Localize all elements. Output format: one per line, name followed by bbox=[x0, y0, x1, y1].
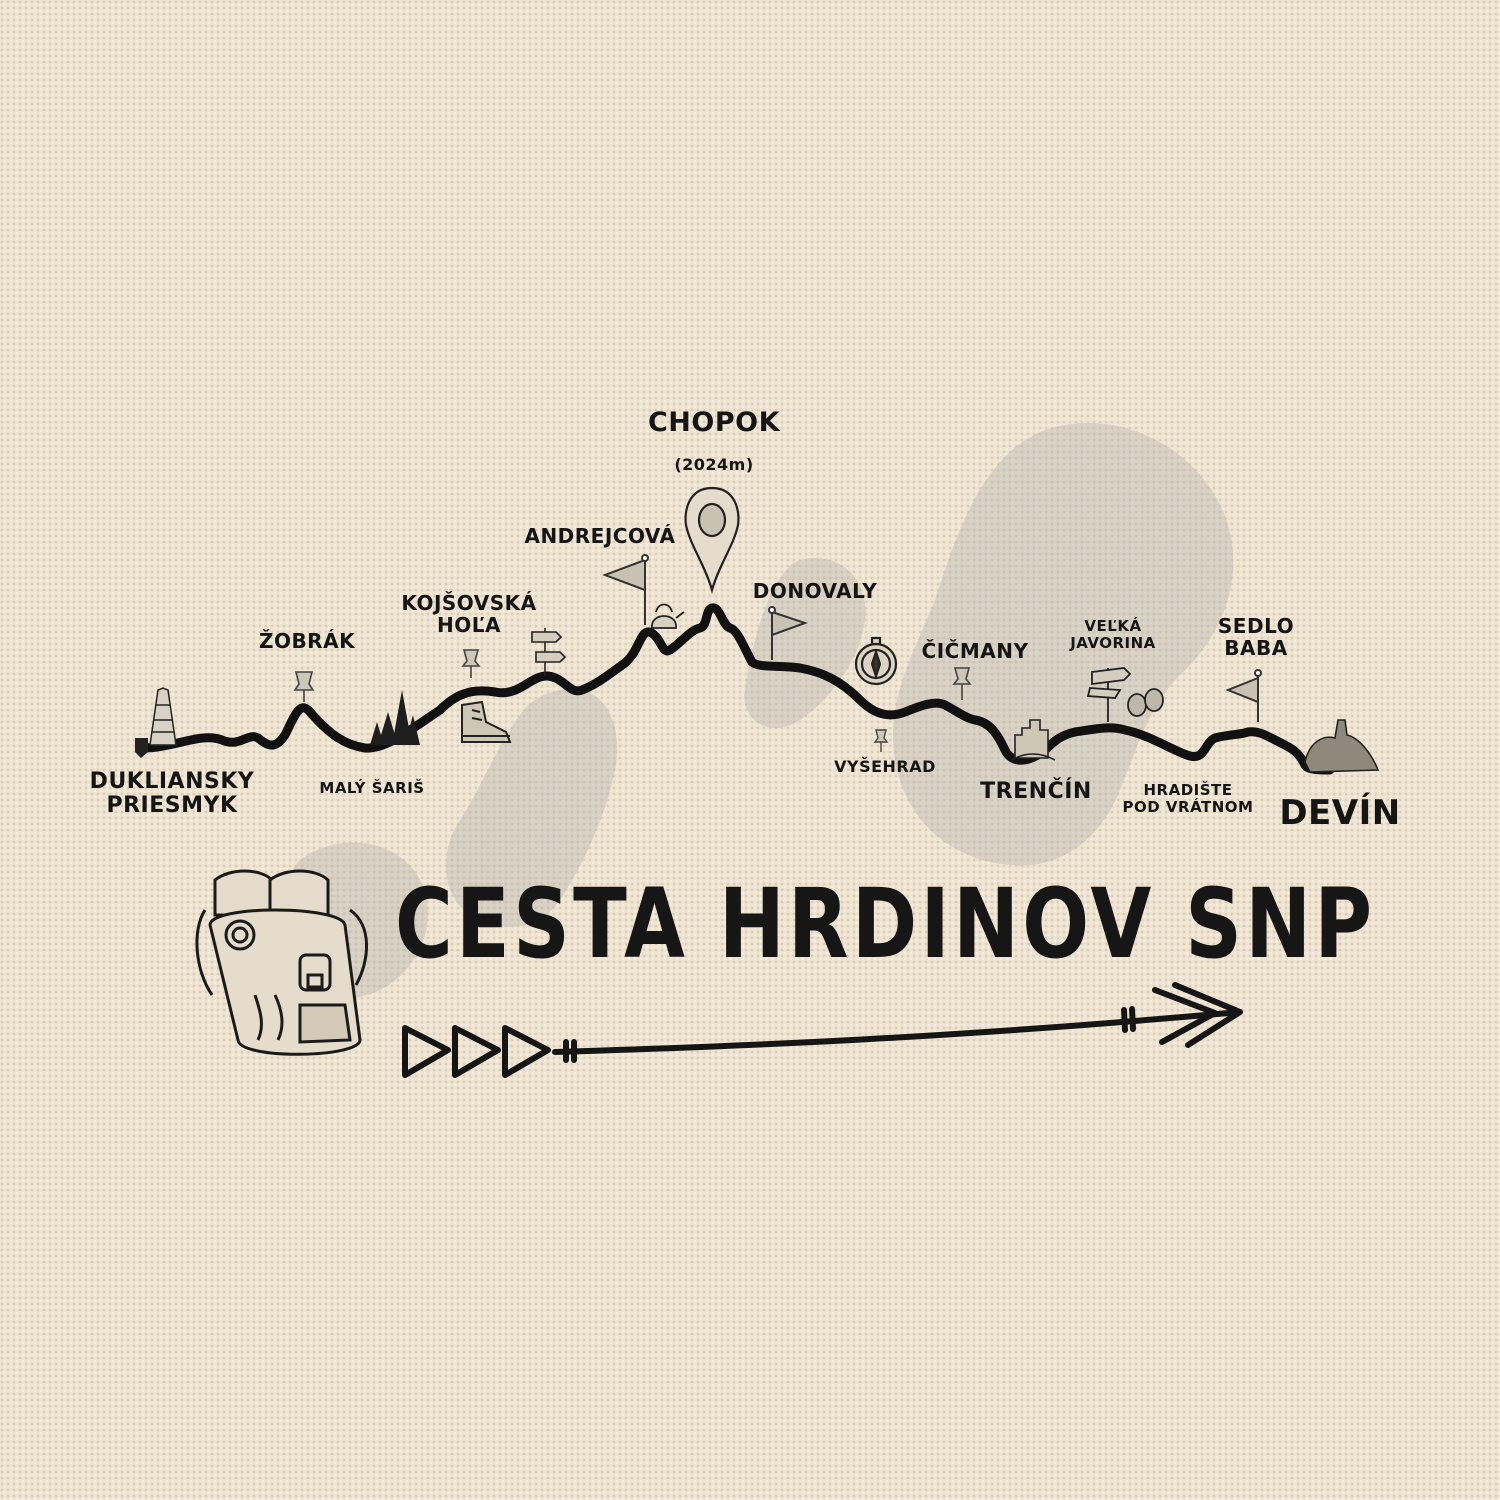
castle-icon bbox=[1011, 719, 1056, 761]
label-sedlo-baba: SEDLO BABA bbox=[1217, 614, 1295, 660]
flag-icon bbox=[602, 554, 649, 625]
label-zobrak: ŽOBRÁK bbox=[258, 629, 356, 653]
label-end: DEVÍN bbox=[1279, 793, 1401, 833]
signpost-icon bbox=[531, 628, 567, 676]
label-trencin: TRENČÍN bbox=[980, 779, 1092, 804]
pushpin-icon bbox=[952, 667, 972, 700]
label-hradiste: HRADIŠTE POD VRÁTNOM bbox=[1122, 781, 1254, 816]
binoculars-icon bbox=[1127, 688, 1164, 717]
pushpin-icon bbox=[461, 649, 481, 678]
pine-trees-icon bbox=[370, 690, 420, 745]
hiking-boot-icon bbox=[461, 700, 512, 743]
signpost-icon bbox=[1086, 667, 1132, 722]
lion-emblem-icon bbox=[135, 738, 148, 758]
label-vysehrad: VYŠEHRAD bbox=[834, 757, 936, 776]
label-andrejcova: ANDREJCOVÁ bbox=[524, 524, 676, 548]
label-cicmany: ČIČMANY bbox=[921, 639, 1029, 663]
label-velka-javorina: VEĽKÁ JAVORINA bbox=[1070, 617, 1156, 652]
backpack-icon bbox=[195, 869, 368, 1056]
peak-name: CHOPOK bbox=[647, 407, 781, 438]
flag-icon bbox=[1225, 669, 1262, 722]
label-kojsovska: KOJŠOVSKÁ HOĽA bbox=[401, 591, 537, 637]
route-profile-line bbox=[137, 603, 1335, 775]
location-pin-icon bbox=[684, 486, 740, 595]
label-donovaly: DONOVALY bbox=[752, 579, 878, 603]
boot-print-watermark-icon bbox=[284, 423, 1234, 998]
castle-icon bbox=[1304, 719, 1380, 773]
pushpin-icon bbox=[873, 729, 889, 752]
compass-icon bbox=[854, 636, 898, 686]
label-start: DUKLIANSKY PRIESMYK bbox=[89, 769, 255, 819]
page-title: CESTA HRDINOV SNP bbox=[395, 868, 1376, 980]
flag-icon bbox=[768, 606, 809, 660]
label-maly-saris: MALÝ ŠARIŠ bbox=[319, 779, 425, 797]
arrow-icon bbox=[402, 982, 1243, 1078]
monument-icon bbox=[149, 687, 177, 746]
peak-elevation: (2024m) bbox=[674, 455, 754, 474]
pushpin-icon bbox=[293, 671, 315, 702]
kettle-icon bbox=[651, 603, 685, 629]
